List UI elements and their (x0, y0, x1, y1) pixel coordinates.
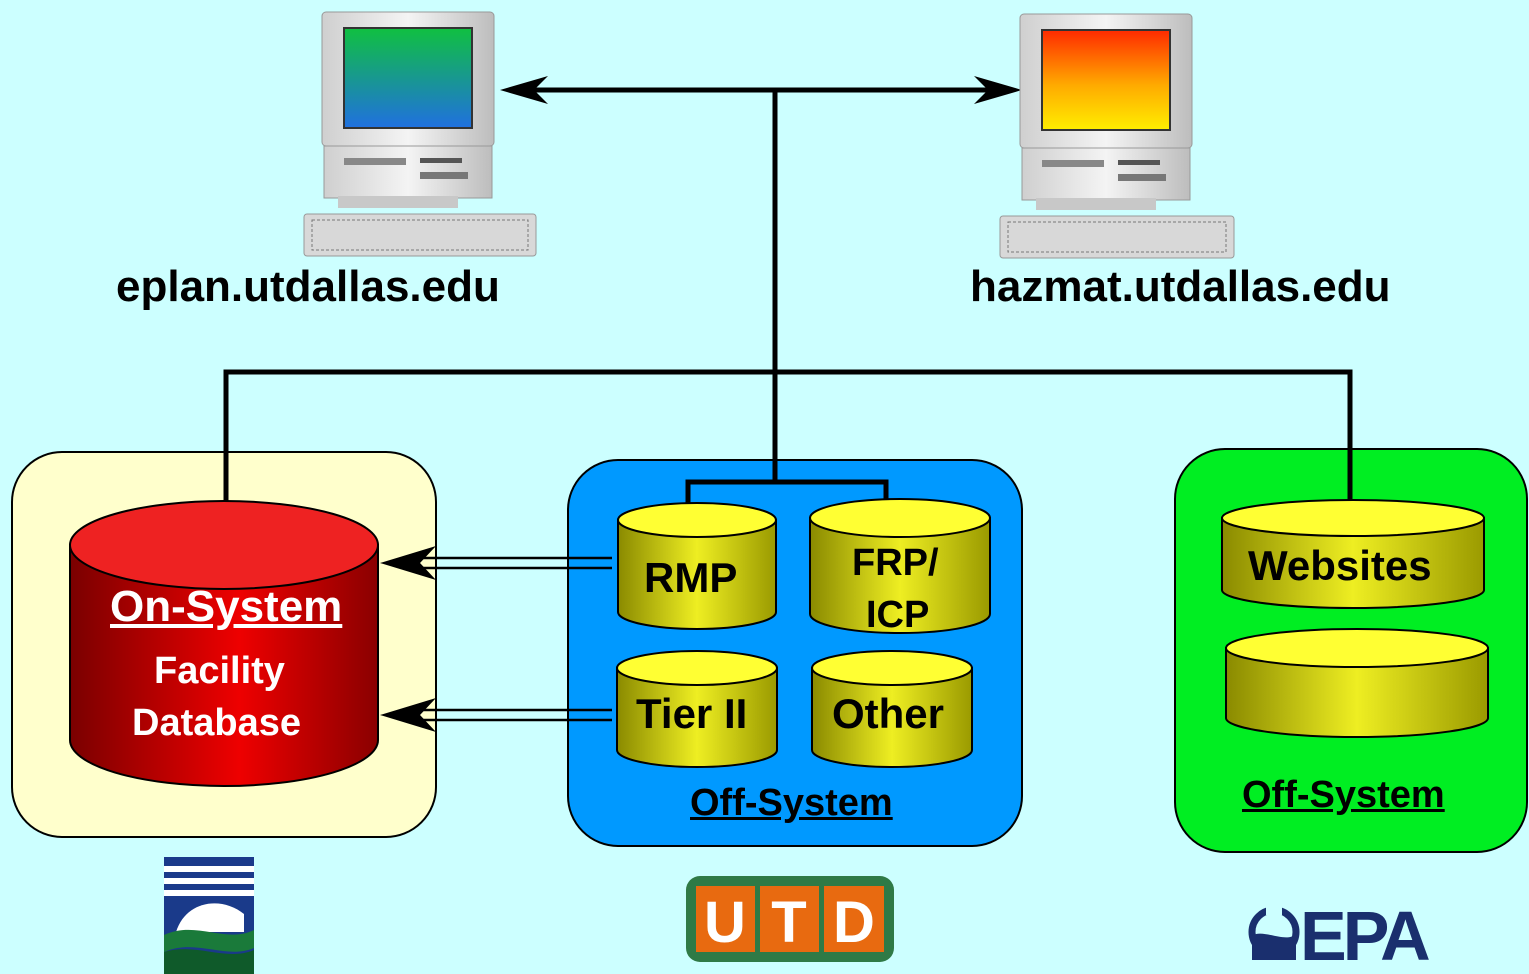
utd-logo-letter-t: T (771, 890, 806, 955)
database-icon (809, 498, 991, 634)
arrow-right-head (974, 76, 1022, 104)
on-system-line2: Database (132, 702, 301, 744)
computer-icon (303, 11, 537, 257)
utd-logo-letter-d: D (833, 890, 875, 955)
import-arrow-rmp-head (380, 546, 436, 580)
host-label-eplan: eplan.utdallas.edu (116, 262, 500, 311)
import-arrow-rmp (420, 556, 612, 570)
host-label-hazmat: hazmat.utdallas.edu (970, 262, 1391, 311)
db-label-tier2: Tier II (636, 690, 748, 737)
utd-logo (686, 876, 894, 962)
off-system-right-label: Off-System (1242, 774, 1445, 816)
epa-logo (1248, 905, 1300, 960)
database-icon (617, 502, 777, 630)
on-system-line1: Facility (154, 650, 285, 692)
tnrcc-logo (164, 857, 254, 974)
computer-icon (999, 13, 1235, 259)
database-icon (811, 650, 973, 768)
utd-logo-letter-u: U (704, 890, 746, 955)
network-lines (223, 87, 1353, 530)
database-icon (1225, 628, 1489, 738)
db-label-frp: FRP/ (852, 542, 939, 584)
database-icon (1221, 499, 1485, 609)
on-system-title: On-System (110, 582, 343, 631)
epa-logo-text: EPA (1300, 897, 1429, 974)
import-arrow-tier2 (420, 708, 612, 722)
import-arrow-tier2-head (380, 698, 436, 732)
db-label-websites: Websites (1248, 542, 1432, 589)
db-label-icp: ICP (866, 594, 930, 636)
database-icon (69, 500, 379, 787)
arrow-left-head (500, 76, 548, 104)
off-system-center-label: Off-System (690, 782, 893, 824)
db-label-rmp: RMP (644, 554, 738, 601)
db-label-other: Other (832, 690, 945, 737)
database-icon (616, 650, 778, 768)
